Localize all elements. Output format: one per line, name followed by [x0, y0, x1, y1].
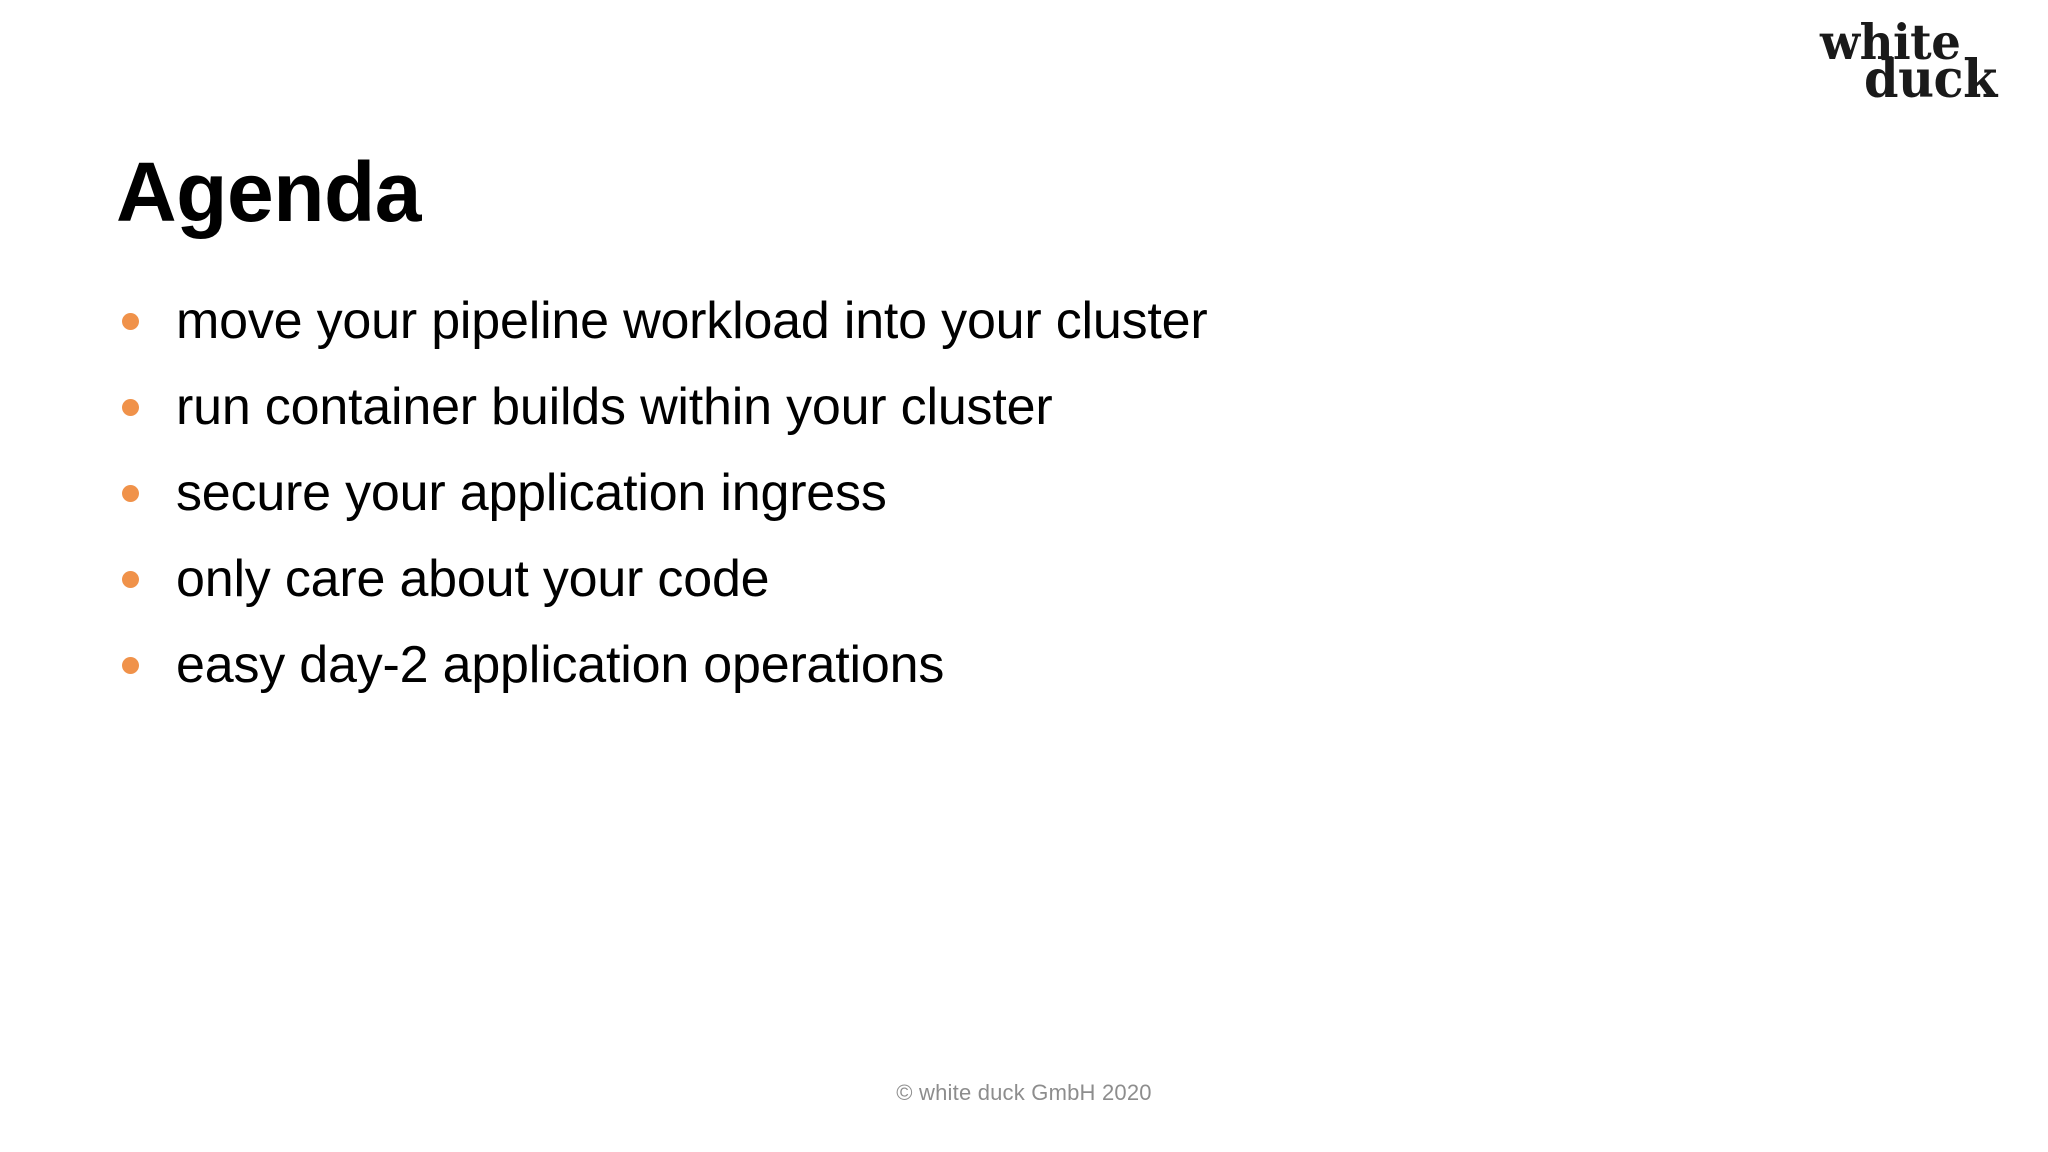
list-item-label: only care about your code — [176, 550, 770, 608]
white-duck-logo: white duck — [1802, 16, 2032, 106]
list-item-label: easy day-2 application operations — [176, 636, 945, 694]
agenda-list: move your pipeline workload into your cl… — [116, 278, 1816, 708]
list-item: secure your application ingress — [116, 450, 1816, 536]
list-item: only care about your code — [116, 536, 1816, 622]
copyright-footer: © white duck GmbH 2020 — [896, 1080, 1152, 1105]
bullet-dot-icon — [122, 313, 139, 330]
page-title: Agenda — [116, 145, 422, 240]
bullet-dot-icon — [122, 657, 139, 674]
logo-text-white: white — [1820, 13, 1961, 71]
logo-text-duck: duck — [1864, 49, 1997, 110]
bullet-dot-icon — [122, 399, 139, 416]
list-item: move your pipeline workload into your cl… — [116, 278, 1816, 364]
list-item-label: run container builds within your cluster — [176, 378, 1053, 436]
list-item: easy day-2 application operations — [116, 622, 1816, 708]
list-item: run container builds within your cluster — [116, 364, 1816, 450]
list-item-label: secure your application ingress — [176, 464, 887, 522]
bullet-dot-icon — [122, 571, 139, 588]
bullet-dot-icon — [122, 485, 139, 502]
list-item-label: move your pipeline workload into your cl… — [176, 292, 1208, 350]
